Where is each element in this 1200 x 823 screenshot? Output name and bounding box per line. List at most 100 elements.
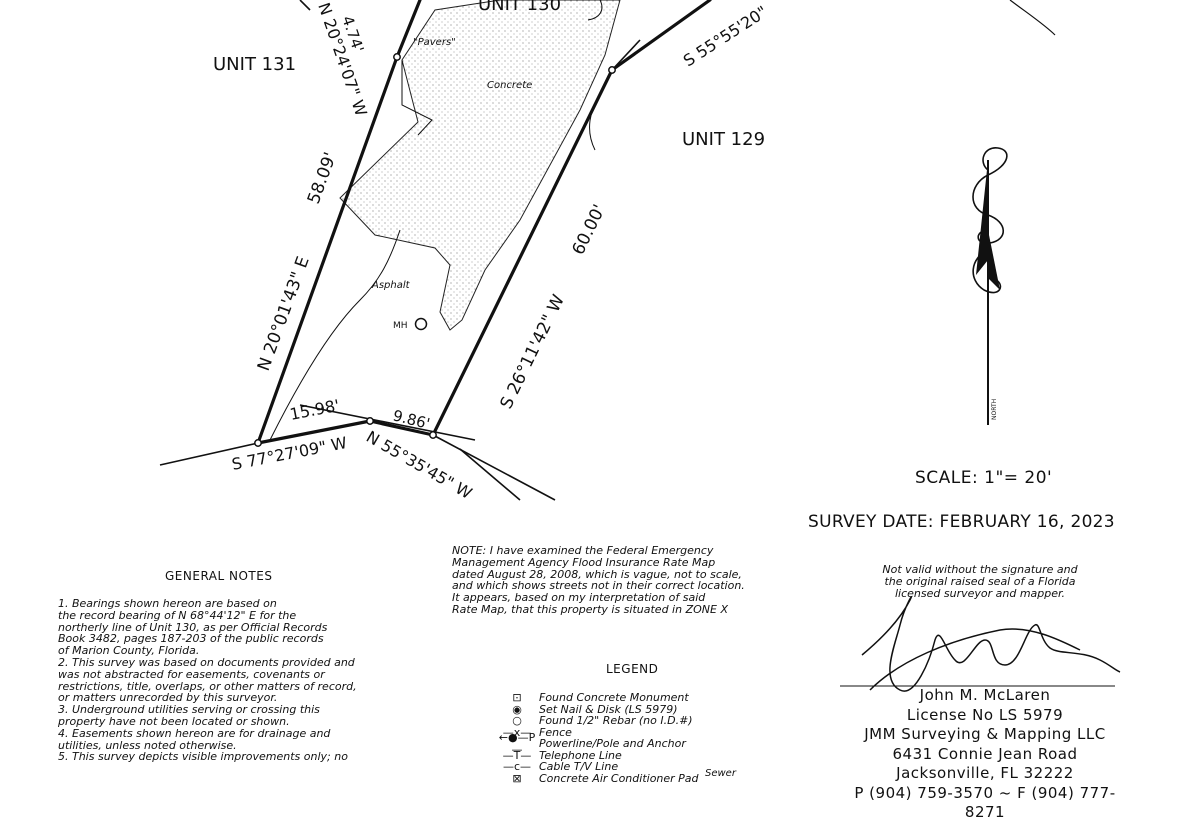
general-notes-line: 1. Bearings shown hereon are based on xyxy=(58,597,277,610)
flood-note-line: Management Agency Flood Insurance Rate M… xyxy=(452,555,716,569)
general-notes-line: utilities, unless noted otherwise. xyxy=(58,738,237,752)
flood-note-line: dated August 28, 2008, which is vague, n… xyxy=(452,567,742,581)
powerline-icon: ←●—P— xyxy=(498,731,536,756)
concrete-area xyxy=(339,0,621,331)
bearing-south-line-east: N 55°35'45" W xyxy=(363,427,476,503)
unit-line-south-west xyxy=(159,442,259,466)
boundary-south-west-line xyxy=(256,419,372,445)
general-notes-line: 2. This survey was based on documents pr… xyxy=(58,655,355,669)
asphalt-edge-curve xyxy=(269,229,401,441)
pavers-label: "Pavers" xyxy=(413,37,456,48)
surveyor-block: John M. McLaren License No LS 5979 JMM S… xyxy=(835,686,1135,823)
asphalt-label: Asphalt xyxy=(371,280,411,291)
unit-130-label: UNIT 130 xyxy=(478,0,561,15)
legend-item: ←●—P—Powerline/Pole and Anchor xyxy=(495,732,765,755)
general-notes: 1. Bearings shown hereon are based on th… xyxy=(58,598,458,763)
unit-131-label: UNIT 131 xyxy=(213,54,296,75)
general-notes-line: or matters unrecorded by this surveyor. xyxy=(58,691,278,705)
concrete-label: Concrete xyxy=(487,80,532,91)
bearing-east-line: S 26°11'42" W xyxy=(497,292,570,413)
concrete-monument-icon: ⊡ xyxy=(512,691,522,704)
general-notes-line: was not abstracted for easements, covena… xyxy=(58,667,325,681)
unit-line-south-east xyxy=(432,434,556,501)
distance-1598: 15.98' xyxy=(288,396,341,424)
road-arc xyxy=(1009,0,1056,36)
surveyor-signature xyxy=(861,596,1121,692)
boundary-west-line xyxy=(256,55,399,445)
manhole-label: MH xyxy=(393,321,408,331)
legend-item: ⊡ Found Concrete Monument xyxy=(495,692,765,704)
general-notes-line: 4. Easements shown hereon are for draina… xyxy=(58,726,331,740)
survey-plat-drawing: UNIT 131 UNIT 130 UNIT 129 "Pavers" Conc… xyxy=(159,0,1121,692)
legend-item-label: Powerline/Pole and Anchor xyxy=(539,737,686,750)
surveyor-phone: P (904) 759-3570 ~ F (904) 777-8271 xyxy=(854,783,1116,822)
flood-zone-note: NOTE: I have examined the Federal Emerge… xyxy=(452,545,832,616)
flood-note-line: and which shows streets not in their cor… xyxy=(452,579,745,593)
unit-line-south-east-2 xyxy=(459,448,521,501)
telephone-line-icon: —T— xyxy=(502,748,532,762)
survey-date: SURVEY DATE: FEBRUARY 16, 2023 xyxy=(808,512,1115,532)
legend-title: LEGEND xyxy=(606,662,659,676)
validity-line: the original raised seal of a Florida xyxy=(884,575,1076,588)
legend-item-label: Found Concrete Monument xyxy=(539,691,689,704)
general-notes-title: GENERAL NOTES xyxy=(165,569,273,583)
corner-monument-nw xyxy=(393,53,401,61)
cable-line-icon: —c— xyxy=(502,760,532,773)
nail-disk-icon: ◉ xyxy=(512,702,522,716)
legend-item-label: Concrete Air Conditioner Pad xyxy=(539,771,699,785)
flood-note-line: Rate Map, that this property is situated… xyxy=(452,602,728,616)
validity-line: Not valid without the signature and xyxy=(882,563,1078,576)
validity-note: Not valid without the signature and the … xyxy=(850,564,1110,600)
legend-item: —c— Cable T/V Line xyxy=(495,761,765,773)
validity-line: licensed surveyor and mapper. xyxy=(894,587,1066,600)
surveyor-city: Jacksonville, FL 32222 xyxy=(896,764,1074,782)
general-notes-line: the record bearing of N 68°44'12" E for … xyxy=(58,608,297,622)
sewer-label: Sewer xyxy=(705,768,736,779)
small-curve xyxy=(587,0,603,21)
general-notes-line: northerly line of Unit 130, as per Offic… xyxy=(58,620,328,634)
general-notes-line: Book 3482, pages 187-203 of the public r… xyxy=(58,632,324,646)
legend: ⊡ Found Concrete Monument ◉ Set Nail & Dis… xyxy=(495,692,765,784)
distance-6000: 60.00' xyxy=(569,201,610,258)
corner-monument-ne xyxy=(608,66,616,74)
unit-line-south-west-2 xyxy=(299,404,476,441)
surveyor-name: John M. McLaren xyxy=(919,686,1051,704)
surveyor-company: JMM Surveying & Mapping LLC xyxy=(864,725,1106,743)
legend-item: ⊠ Concrete Air Conditioner Pad xyxy=(495,771,765,785)
surveyor-address: 6431 Connie Jean Road xyxy=(892,744,1078,763)
flood-note-line: It appears, based on my interpretation o… xyxy=(452,591,706,605)
general-notes-line: property have not been located or shown. xyxy=(58,714,290,728)
general-notes-line: 5. This survey depicts visible improveme… xyxy=(58,750,348,764)
flood-note-line: NOTE: I have examined the Federal Emerge… xyxy=(452,544,714,557)
boundary-east-line xyxy=(431,68,614,437)
legend-item: ◉ Set Nail & Disk (LS 5979) xyxy=(495,702,765,716)
distance-5809: 58.09' xyxy=(304,150,341,207)
boundary-north-west-line xyxy=(395,0,422,59)
manhole-symbol xyxy=(414,317,428,331)
ac-pad-icon: ⊠ xyxy=(512,771,522,785)
general-notes-line: of Marion County, Florida. xyxy=(58,644,200,658)
north-arrow-label: NORTH xyxy=(991,399,998,420)
unit-129-label: UNIT 129 xyxy=(682,129,765,150)
legend-item-label: Set Nail & Disk (LS 5979) xyxy=(539,702,678,716)
unit-131-divider xyxy=(299,0,311,11)
boundary-south-east-line xyxy=(368,419,435,437)
legend-item-label: Cable T/V Line xyxy=(539,760,619,773)
corner-monument-sw xyxy=(254,439,262,447)
corner-monument-se xyxy=(429,431,437,439)
scale-label: SCALE: 1"= 20' xyxy=(915,468,1053,488)
pavers-outline xyxy=(401,60,433,136)
fence-icon: —x— xyxy=(502,725,532,739)
property-boundary xyxy=(256,0,712,445)
legend-item: ○Found 1/2" Rebar (no I.D.#) xyxy=(495,715,765,727)
legend-item-label: Found 1/2" Rebar (no I.D.#) xyxy=(539,714,693,727)
general-notes-line: restrictions, title, overlaps, or other … xyxy=(58,679,357,693)
north-arrow xyxy=(972,147,1008,425)
boundary-north-east-line xyxy=(610,0,712,72)
bearing-south-line-west: S 77°27'09" W xyxy=(230,433,349,474)
unit-line-north-east xyxy=(611,39,641,71)
surveyor-license: License No LS 5979 xyxy=(906,705,1064,724)
legend-item-label: Telephone Line xyxy=(539,748,622,762)
corner-monument-s xyxy=(366,417,374,425)
driveway-curve xyxy=(589,94,601,151)
